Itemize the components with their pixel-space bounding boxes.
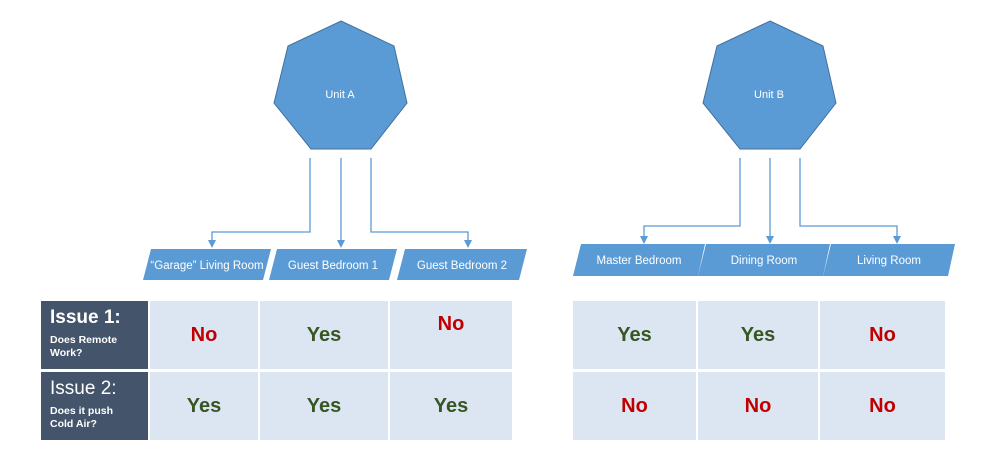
result-garage-living-room-issue-1: No [150,301,258,369]
connector-unit-a-garage-living-room [208,158,311,248]
room-living-room: Living Room [823,244,955,276]
issue-2-question: Does it push Cold Air? [50,405,114,430]
result-master-bedroom-issue-2: No [573,372,696,440]
connector-unit-b-living-room [799,158,901,244]
room-guest-bedroom-1: Guest Bedroom 1 [269,249,397,280]
result-living-room-issue-2: No [820,372,945,440]
room-label: Guest Bedroom 1 [288,260,378,272]
room-label: “Garage” Living Room [150,260,263,272]
issue-1-title: Issue 1: [50,307,121,328]
room-dining-room: Dining Room [698,244,830,276]
room-label: Guest Bedroom 2 [417,260,507,272]
room-label: Master Bedroom [596,255,681,267]
room-label: Dining Room [731,255,797,267]
result-master-bedroom-issue-1: Yes [573,301,696,369]
room-guest-bedroom-2: Guest Bedroom 2 [397,249,527,280]
result-guest-bedroom-2-issue-2: Yes [390,372,512,440]
unit-b-label: Unit B [754,89,784,101]
issue-2-header: Issue 2: Does it push Cold Air? [41,372,148,440]
issue-1-question: Does Remote Work? [50,334,118,359]
result-dining-room-issue-2: No [698,372,818,440]
result-dining-room-issue-1: Yes [698,301,818,369]
unit-a-node: Unit A [273,20,408,150]
issue-1-header: Issue 1: Does Remote Work? [41,301,148,369]
issue-2-title: Issue 2: [50,378,117,399]
result-garage-living-room-issue-2: Yes [150,372,258,440]
result-guest-bedroom-1-issue-1: Yes [260,301,388,369]
room-garage-living-room: “Garage” Living Room [143,249,271,280]
unit-b-node: Unit B [702,20,837,150]
connector-unit-b-master-bedroom [640,158,741,244]
result-guest-bedroom-2-issue-1: No [390,301,512,369]
result-living-room-issue-1: No [820,301,945,369]
unit-a-label: Unit A [325,89,355,101]
result-guest-bedroom-1-issue-2: Yes [260,372,388,440]
room-label: Living Room [857,255,921,267]
room-master-bedroom: Master Bedroom [573,244,705,276]
connector-unit-a-guest-bedroom-2 [370,158,472,248]
